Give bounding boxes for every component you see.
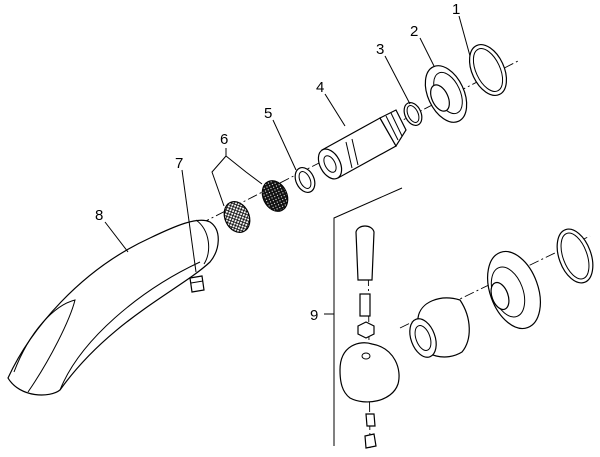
o-ring-small <box>403 102 423 126</box>
callout-2: 2 <box>410 23 418 40</box>
set-screw <box>189 275 205 293</box>
callout-3: 3 <box>376 41 384 58</box>
callout-9: 9 <box>310 307 318 324</box>
o-ring-large <box>468 44 508 96</box>
callout-5: 5 <box>264 105 272 122</box>
handle-assembly-bracket <box>333 187 403 446</box>
callout-8: 8 <box>95 207 103 224</box>
spout <box>7 219 219 396</box>
spout-centerline <box>199 59 521 225</box>
escutcheon-flange <box>424 65 468 123</box>
callout-1: 1 <box>452 1 460 18</box>
callout-7: 7 <box>175 155 183 172</box>
callout-4: 4 <box>316 79 324 96</box>
leader-lines <box>104 15 471 315</box>
washer-ring <box>294 167 316 193</box>
callout-labels: 1 2 3 4 5 6 7 8 9 <box>95 1 460 324</box>
screen-filters <box>223 180 289 233</box>
threaded-adapter <box>317 109 407 180</box>
callout-6: 6 <box>220 131 228 148</box>
handle-assembly <box>339 225 594 449</box>
